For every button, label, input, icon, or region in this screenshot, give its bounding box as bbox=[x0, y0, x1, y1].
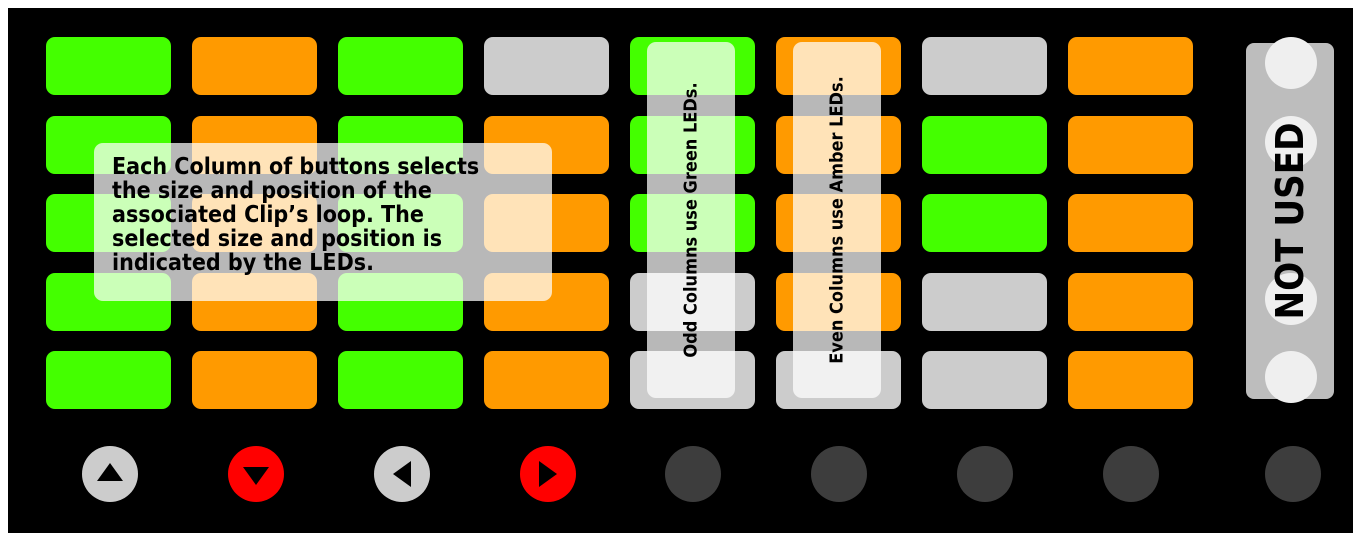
grid-pad-r1-c1[interactable] bbox=[46, 37, 171, 95]
round-button-8[interactable] bbox=[1103, 446, 1159, 502]
main-note-line-4: selected size and position is bbox=[112, 226, 443, 252]
grid-pad-r4-c7[interactable] bbox=[922, 273, 1047, 331]
round-button-7[interactable] bbox=[957, 446, 1013, 502]
grid-pad-r1-c7[interactable] bbox=[922, 37, 1047, 95]
main-note-line-1: Each Column of buttons selects bbox=[112, 154, 480, 180]
odd-columns-note: Odd Columns use Green LEDs. bbox=[647, 42, 735, 398]
even-columns-label: Even Columns use Amber LEDs. bbox=[826, 76, 848, 364]
odd-columns-label: Odd Columns use Green LEDs. bbox=[680, 82, 702, 358]
grid-pad-r1-c3[interactable] bbox=[338, 37, 463, 95]
arrow-up-icon[interactable] bbox=[82, 446, 138, 502]
grid-pad-r5-c1[interactable] bbox=[46, 351, 171, 409]
arrow-left-icon[interactable] bbox=[374, 446, 430, 502]
grid-pad-r2-c8[interactable] bbox=[1068, 116, 1193, 174]
grid-pad-r1-c8[interactable] bbox=[1068, 37, 1193, 95]
grid-pad-r3-c8[interactable] bbox=[1068, 194, 1193, 252]
round-button-6[interactable] bbox=[811, 446, 867, 502]
grid-pad-r1-c2[interactable] bbox=[192, 37, 317, 95]
grid-pad-r5-c4[interactable] bbox=[484, 351, 609, 409]
scene-launch-button-3[interactable] bbox=[1265, 273, 1317, 325]
scene-launch-button-4[interactable] bbox=[1265, 351, 1317, 403]
arrow-right-icon[interactable] bbox=[520, 446, 576, 502]
grid-pad-r4-c8[interactable] bbox=[1068, 273, 1193, 331]
round-button-5[interactable] bbox=[665, 446, 721, 502]
scene-launch-button-1[interactable] bbox=[1265, 37, 1317, 89]
not-used-label: NOT USED bbox=[1268, 122, 1312, 320]
main-note-text: Each Column of buttons selects the size … bbox=[112, 155, 542, 275]
arrow-down-icon[interactable] bbox=[228, 446, 284, 502]
grid-pad-r5-c2[interactable] bbox=[192, 351, 317, 409]
even-columns-note: Even Columns use Amber LEDs. bbox=[793, 42, 881, 398]
round-button-9[interactable] bbox=[1265, 446, 1321, 502]
grid-pad-r5-c8[interactable] bbox=[1068, 351, 1193, 409]
grid-pad-r1-c4[interactable] bbox=[484, 37, 609, 95]
not-used-bar bbox=[1246, 43, 1334, 399]
main-note-line-3: associated Clip’s loop. The bbox=[112, 202, 424, 228]
scene-launch-button-2[interactable] bbox=[1265, 116, 1317, 168]
grid-pad-r3-c7[interactable] bbox=[922, 194, 1047, 252]
grid-pad-r2-c7[interactable] bbox=[922, 116, 1047, 174]
main-note-line-2: the size and position of the bbox=[112, 178, 432, 204]
grid-pad-r5-c3[interactable] bbox=[338, 351, 463, 409]
main-note-line-5: indicated by the LEDs. bbox=[112, 250, 374, 276]
main-note: Each Column of buttons selects the size … bbox=[94, 143, 552, 301]
grid-pad-r5-c7[interactable] bbox=[922, 351, 1047, 409]
